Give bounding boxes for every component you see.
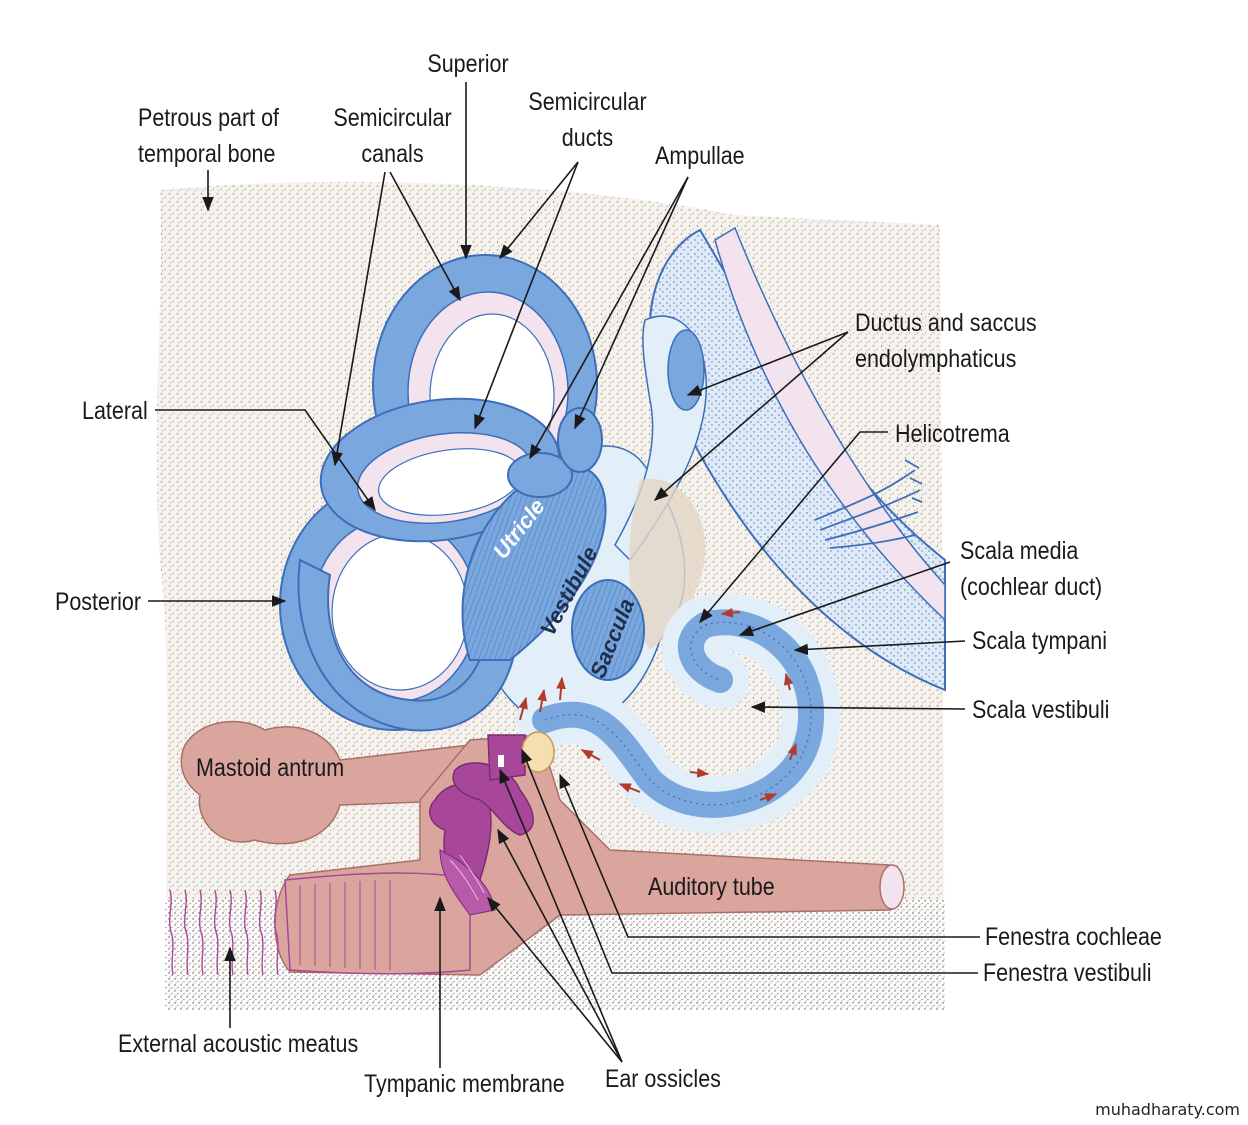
label-external-acoustic-meatus: External acoustic meatus: [118, 1030, 359, 1058]
saccus-endolymphaticus: [667, 329, 705, 411]
label-ductus: Ductus and saccus endolymphaticus: [855, 305, 1037, 377]
meatus-canal: [284, 872, 471, 975]
cochlear-nerve-fibers: [814, 459, 923, 549]
label-ductus-line1: Ductus and saccus: [855, 309, 1037, 337]
label-superior: Superior: [427, 50, 509, 78]
label-lateral: Lateral: [82, 397, 148, 425]
label-petrous: Petrous part of temporal bone: [138, 100, 279, 172]
label-semicircular-ducts: Semicircular ducts: [525, 84, 650, 156]
label-ear-ossicles: Ear ossicles: [605, 1065, 721, 1093]
label-scala-media: Scala media (cochlear duct): [960, 533, 1102, 605]
ampulla-2: [557, 407, 603, 473]
label-posterior: Posterior: [55, 588, 142, 616]
label-fenestra-cochleae: Fenestra cochleae: [985, 923, 1162, 951]
watermark-credit: muhadharaty.com: [1095, 1100, 1240, 1119]
label-semicircular-ducts-line2: ducts: [561, 124, 614, 152]
stapes: [487, 734, 526, 781]
label-scala-tympani: Scala tympani: [972, 627, 1108, 655]
lateral-canal: [319, 397, 561, 543]
label-helicotrema: Helicotrema: [895, 420, 1010, 448]
auditory-tube-opening: [879, 864, 905, 910]
label-petrous-line1: Petrous part of: [138, 104, 280, 132]
label-fenestra-vestibuli: Fenestra vestibuli: [983, 959, 1152, 987]
label-petrous-line2: temporal bone: [138, 140, 276, 168]
label-ductus-line2: endolymphaticus: [855, 345, 1017, 373]
saccule: [571, 579, 645, 681]
external-meatus-hatching: [169, 889, 279, 976]
label-scala-media-line1: Scala media: [960, 537, 1079, 565]
label-ampullae: Ampullae: [655, 142, 745, 170]
label-semicircular-canals-line2: canals: [361, 140, 424, 168]
mastoid-antrum: [180, 720, 476, 845]
label-tympanic-membrane: Tympanic membrane: [364, 1070, 565, 1098]
label-auditory-tube: Auditory tube: [648, 873, 775, 901]
label-scala-media-line2: (cochlear duct): [960, 573, 1103, 601]
label-semicircular-canals: Semicircular canals: [330, 100, 455, 172]
label-semicircular-ducts-line1: Semicircular: [528, 88, 647, 116]
leader-lines: [148, 82, 980, 1068]
label-semicircular-canals-line1: Semicircular: [333, 104, 452, 132]
label-scala-vestibuli: Scala vestibuli: [972, 696, 1110, 724]
round-window: [521, 731, 555, 773]
label-mastoid-antrum: Mastoid antrum: [196, 754, 345, 782]
perilymph-flow-arrows: [518, 608, 797, 803]
ear-ossicles: [429, 734, 534, 916]
